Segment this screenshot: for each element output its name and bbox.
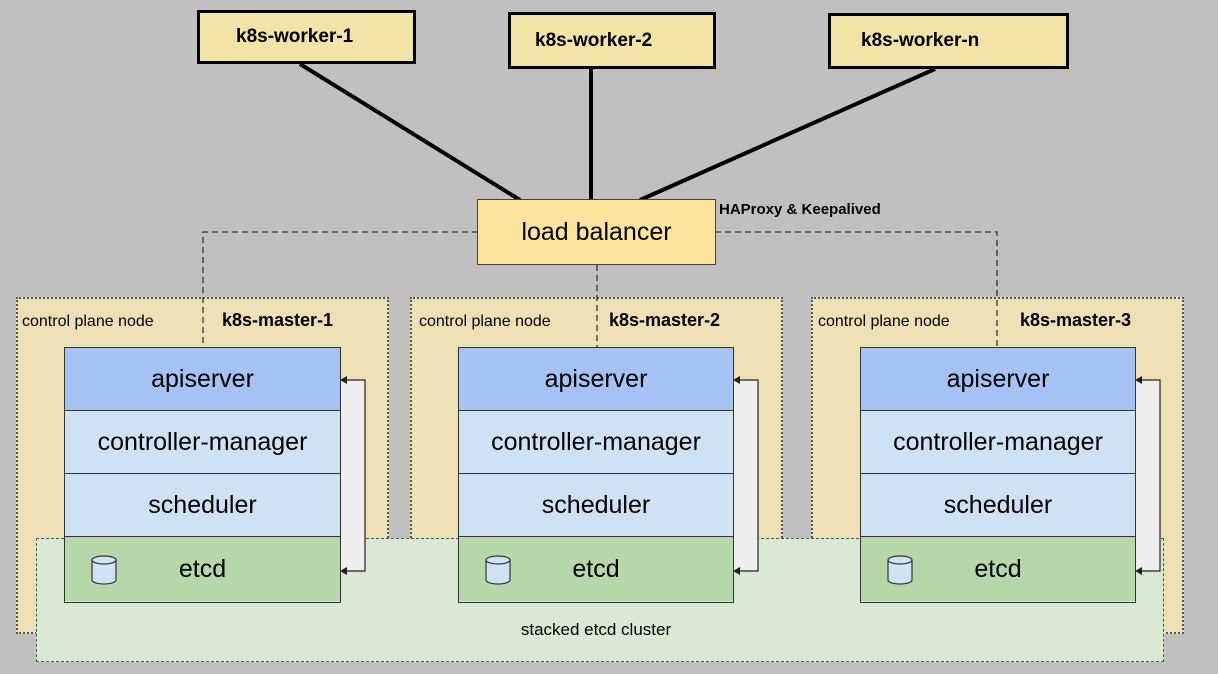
- etcd-loop-connector: [1136, 380, 1160, 571]
- load-balancer: load balancer: [477, 199, 716, 265]
- etcd-label: etcd: [974, 554, 1022, 583]
- master-2-stack: apiserver controller-manager scheduler e…: [458, 347, 734, 603]
- master-name: k8s-master-1: [222, 310, 334, 330]
- load-balancer-note: HAProxy & Keepalived: [719, 201, 881, 218]
- master-name: k8s-master-2: [609, 310, 721, 330]
- lb-master-3-link: [715, 231, 998, 348]
- database-icon: [485, 555, 511, 585]
- loop-arrows: [733, 376, 759, 575]
- etcd-label: etcd: [572, 554, 620, 583]
- scheduler-layer: scheduler: [459, 474, 733, 537]
- controller-manager-layer: controller-manager: [459, 411, 733, 474]
- control-plane-node-label: control plane node: [419, 313, 551, 330]
- scheduler-layer: scheduler: [65, 474, 340, 537]
- etcd-layer: etcd: [861, 537, 1135, 601]
- worker-node-n: k8s-worker-n: [828, 13, 1069, 69]
- worker-n-link: [639, 67, 936, 202]
- apiserver-layer: apiserver: [459, 348, 733, 411]
- load-balancer-label: load balancer: [521, 217, 672, 246]
- worker-node-1: k8s-worker-1: [197, 10, 416, 64]
- worker-1-link: [298, 62, 522, 202]
- apiserver-layer: apiserver: [65, 348, 340, 411]
- loop-arrows: [1135, 376, 1161, 575]
- database-icon: [887, 555, 913, 585]
- scheduler-layer: scheduler: [861, 474, 1135, 537]
- lb-master-1-link: [202, 231, 478, 348]
- control-plane-node-label: control plane node: [818, 313, 950, 330]
- etcd-cluster-label: stacked etcd cluster: [520, 620, 672, 639]
- master-name: k8s-master-3: [1020, 310, 1132, 330]
- database-icon: [91, 555, 117, 585]
- controller-manager-layer: controller-manager: [861, 411, 1135, 474]
- worker-node-2: k8s-worker-2: [508, 12, 716, 69]
- worker-name: k8s-worker-n: [861, 30, 980, 51]
- etcd-loop-connector: [734, 380, 758, 571]
- apiserver-layer: apiserver: [861, 348, 1135, 411]
- worker-name: k8s-worker-1: [236, 26, 354, 47]
- master-1-stack: apiserver controller-manager scheduler e…: [64, 347, 341, 603]
- controller-manager-layer: controller-manager: [65, 411, 340, 474]
- etcd-label: etcd: [178, 554, 227, 583]
- control-plane-node-label: control plane node: [22, 313, 154, 330]
- worker-name: k8s-worker-2: [535, 29, 653, 51]
- master-3-stack: apiserver controller-manager scheduler e…: [860, 347, 1136, 603]
- loop-arrows: [340, 376, 366, 575]
- etcd-layer: etcd: [459, 537, 733, 601]
- etcd-layer: etcd: [65, 537, 340, 601]
- etcd-loop-connector: [341, 380, 365, 571]
